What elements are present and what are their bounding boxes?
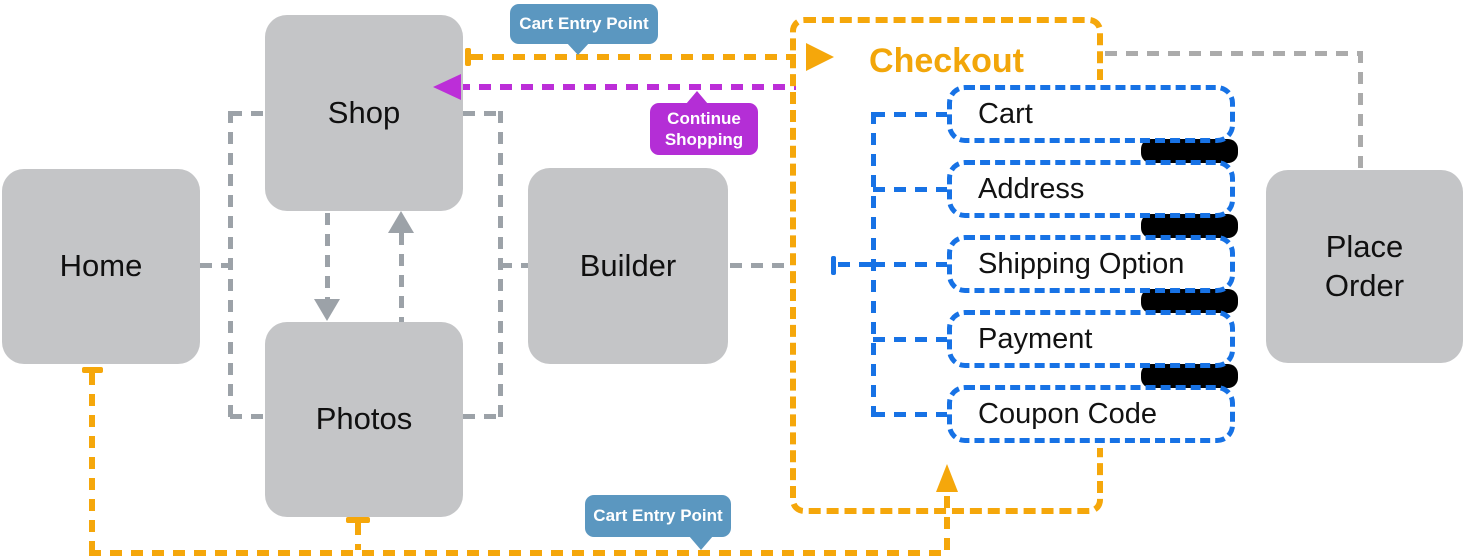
connector-builder-to-checkout [730, 263, 790, 268]
arrow-photos-to-shop-stem [399, 233, 404, 322]
arrow-right-icon [806, 43, 834, 71]
node-home-label: Home [59, 248, 143, 284]
connector-photos-to-trunk2 [463, 414, 503, 419]
cart-entry-line-bottom [89, 550, 949, 556]
connector-trunk2-to-builder [500, 263, 530, 268]
checkout-step-shipping-option[interactable]: Shipping Option [947, 235, 1235, 293]
stack-connector-bar [1141, 139, 1238, 163]
arrow-down-icon [314, 299, 340, 321]
node-photos-label: Photos [315, 401, 413, 437]
checkout-step-address-label: Address [978, 172, 1085, 205]
cart-entry-line-up-stem [944, 496, 950, 550]
node-shop-label: Shop [327, 94, 401, 130]
connector-checkout-to-placeorder-h [1105, 51, 1363, 56]
stack-connector-bar [1141, 214, 1238, 238]
node-place-order-label: Place Order [1324, 228, 1405, 303]
badge-cart-entry-point-bottom[interactable]: Cart Entry Point [585, 495, 731, 537]
badge-cart-entry-point-bottom-label: Cart Entry Point [593, 506, 723, 526]
node-shop[interactable]: Shop [265, 15, 463, 211]
step-tree-branch-coupon [873, 412, 947, 417]
cart-entry-line-home-down [89, 373, 95, 550]
stack-connector-bar [1141, 364, 1238, 388]
cart-entry-line-top [471, 54, 801, 60]
step-tree-entry [838, 262, 874, 267]
connector-checkout-to-placeorder-v [1358, 51, 1363, 171]
connector-shop-to-trunk2 [463, 111, 503, 116]
step-tree-branch-payment [873, 337, 947, 342]
badge-pointer-down-icon [566, 42, 590, 55]
connector-trunk-to-shop [230, 111, 266, 116]
step-tree-branch-address [873, 187, 947, 192]
checkout-step-shipping-option-label: Shipping Option [978, 247, 1185, 280]
step-tree-branch-shipping [873, 262, 947, 267]
blue-endcap-entry [831, 256, 836, 275]
checkout-step-coupon-code-label: Coupon Code [978, 397, 1157, 430]
step-tree-branch-cart [873, 112, 947, 117]
continue-shopping-line [458, 84, 830, 90]
badge-pointer-down-icon [689, 536, 713, 550]
orange-endcap-photos [346, 517, 370, 523]
checkout-step-cart[interactable]: Cart [947, 85, 1235, 143]
checkout-step-payment[interactable]: Payment [947, 310, 1235, 368]
checkout-title: Checkout [869, 42, 1024, 80]
node-photos[interactable]: Photos [265, 322, 463, 517]
badge-cart-entry-point-top[interactable]: Cart Entry Point [510, 4, 658, 44]
arrow-left-icon [433, 74, 461, 100]
node-builder-label: Builder [579, 247, 677, 283]
checkout-step-cart-label: Cart [978, 97, 1033, 130]
arrow-up-icon [388, 211, 414, 233]
cart-entry-line-photos-down [355, 523, 361, 550]
arrow-up-orange-icon [936, 464, 958, 492]
badge-continue-shopping-label: Continue Shopping [664, 108, 744, 149]
checkout-step-payment-label: Payment [978, 322, 1093, 355]
arrow-shop-to-photos-stem [325, 213, 330, 299]
node-place-order[interactable]: Place Order [1266, 170, 1463, 363]
connector-home-to-trunk [200, 263, 232, 268]
connector-trunk-to-photos [230, 414, 266, 419]
checkout-step-coupon-code[interactable]: Coupon Code [947, 385, 1235, 443]
badge-cart-entry-point-top-label: Cart Entry Point [519, 14, 649, 34]
node-home[interactable]: Home [2, 169, 200, 364]
connector-left-trunk [228, 111, 233, 419]
checkout-step-address[interactable]: Address [947, 160, 1235, 218]
node-builder[interactable]: Builder [528, 168, 728, 364]
stack-connector-bar [1141, 289, 1238, 313]
orange-endcap-shop [465, 48, 471, 66]
badge-continue-shopping[interactable]: Continue Shopping [650, 103, 758, 155]
orange-endcap-home [82, 367, 103, 373]
badge-pointer-up-icon [686, 91, 708, 104]
